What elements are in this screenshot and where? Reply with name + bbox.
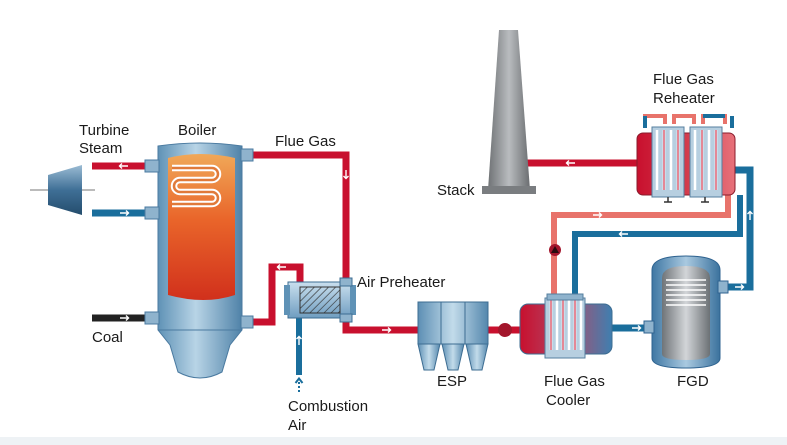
label-stack: Stack xyxy=(437,182,475,199)
boiler xyxy=(144,142,254,379)
fgd xyxy=(643,255,729,369)
label-coal: Coal xyxy=(92,329,123,346)
heat-transfer-loop-cool xyxy=(572,195,743,298)
flue-gas-reheater xyxy=(636,114,736,203)
heat-transfer-loop-hot xyxy=(551,195,731,298)
combustion-air-arrow xyxy=(294,376,304,392)
label-fgd: FGD xyxy=(677,373,709,390)
label-flue-gas-reheater-2: Reheater xyxy=(653,90,715,107)
label-turbine-steam-1: Turbine xyxy=(79,122,129,139)
flow-arrows xyxy=(118,160,753,345)
bottom-rule xyxy=(0,437,787,445)
label-esp: ESP xyxy=(437,373,467,390)
label-boiler: Boiler xyxy=(178,122,216,139)
air-preheater xyxy=(284,277,356,323)
labels: Turbine Steam Boiler Flue Gas Coal Air P… xyxy=(79,71,715,434)
turbine-icon xyxy=(30,165,95,215)
label-combustion-air-2: Air xyxy=(288,417,306,434)
pump-icon xyxy=(549,244,561,256)
flue-gas-pipe-2 xyxy=(342,308,420,334)
flue-gas-pipe-1 xyxy=(243,151,350,290)
label-flue-gas-cooler-2: Cooler xyxy=(546,392,590,409)
combustion-air-pipe xyxy=(250,263,304,326)
label-air-preheater: Air Preheater xyxy=(357,274,445,291)
esp xyxy=(417,301,489,371)
label-flue-gas: Flue Gas xyxy=(275,133,336,150)
label-turbine-steam-2: Steam xyxy=(79,140,122,157)
flue-gas-cooler xyxy=(519,293,613,359)
stack xyxy=(482,30,536,194)
pump-icon xyxy=(498,323,512,337)
pipes xyxy=(92,151,754,375)
label-flue-gas-reheater-1: Flue Gas xyxy=(653,71,714,88)
label-combustion-air-1: Combustion xyxy=(288,398,368,415)
label-flue-gas-cooler-1: Flue Gas xyxy=(544,373,605,390)
